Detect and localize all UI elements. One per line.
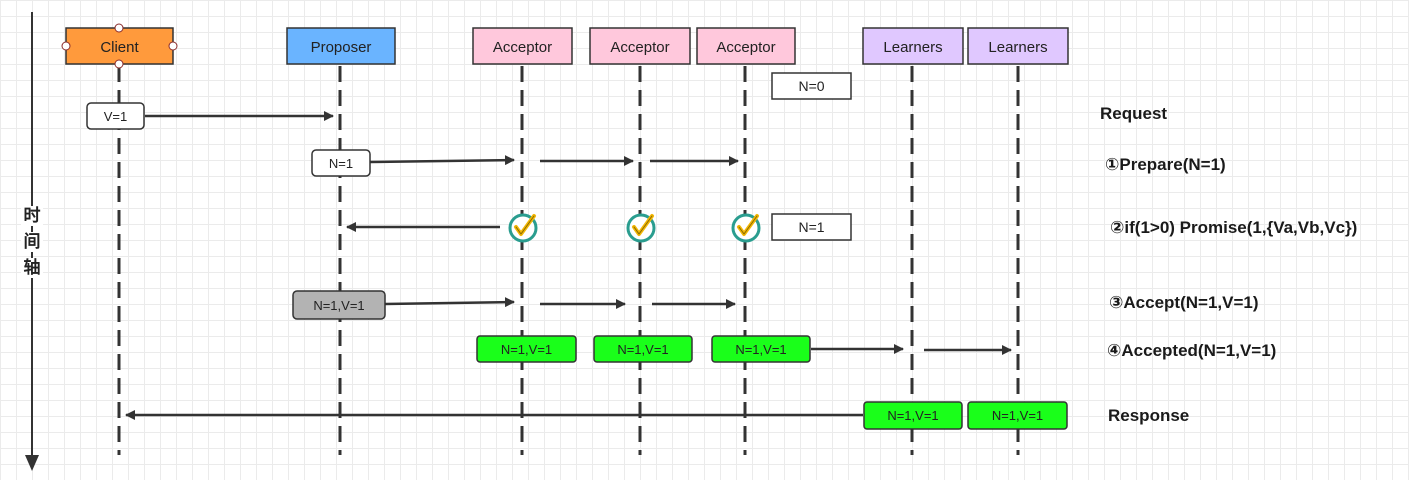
selection-handle-top	[114, 23, 124, 33]
actor-learner-1-box	[862, 27, 964, 65]
step-prepare: ①Prepare(N=1)	[1105, 155, 1226, 174]
svg-text:N=0: N=0	[798, 78, 824, 94]
selection-handle-right	[168, 41, 178, 51]
actor-learner-1-label: Learners	[883, 39, 942, 56]
actor-learner-2-box	[967, 27, 1069, 65]
time-axis-label-char-2: 间	[21, 232, 43, 252]
note-acceptor-promised: N=1	[771, 213, 852, 241]
note-accepted-3: N=1,V=1	[711, 335, 811, 363]
step-promise: ②if(1>0) Promise(1,{Va,Vb,Vc})	[1110, 218, 1358, 237]
svg-text:N=1: N=1	[798, 219, 824, 235]
svg-text:N=1,V=1: N=1,V=1	[501, 342, 552, 357]
svg-text:V=1: V=1	[104, 109, 128, 124]
promise-check-icon	[508, 213, 538, 243]
actor-proposer-box	[286, 27, 396, 65]
step-request: Request	[1100, 104, 1168, 123]
actor-acceptor-3-box	[696, 27, 796, 65]
actor-client: Client	[61, 23, 178, 69]
actor-client-label: Client	[100, 39, 139, 56]
lifelines	[117, 66, 1020, 455]
arrow-accept-acceptor-1	[384, 297, 515, 308]
actor-acceptor-2-label: Acceptor	[610, 39, 669, 56]
svg-text:N=1,V=1: N=1,V=1	[992, 408, 1043, 423]
time-axis-arrowhead	[25, 455, 39, 471]
svg-text:N=1,V=1: N=1,V=1	[887, 408, 938, 423]
actor-acceptor-1-box	[472, 27, 573, 65]
svg-text:N=1,V=1: N=1,V=1	[313, 298, 364, 313]
note-acceptor-initial: N=0	[771, 72, 852, 100]
note-client-value: V=1	[86, 102, 145, 130]
selection-handle-left	[61, 41, 71, 51]
note-learned-2: N=1,V=1	[967, 401, 1068, 430]
actor-learner-1: Learners	[862, 27, 964, 65]
note-learned-1: N=1,V=1	[863, 401, 963, 430]
actor-proposer-label: Proposer	[311, 39, 372, 56]
selection-handle-bottom	[114, 59, 124, 69]
arrow-prepare-acceptor-1	[369, 155, 515, 166]
actor-learner-2-label: Learners	[988, 39, 1047, 56]
actor-learner-2: Learners	[967, 27, 1069, 65]
actor-acceptor-1: Acceptor	[472, 27, 573, 65]
actor-acceptor-2: Acceptor	[589, 27, 691, 65]
message-arrows	[125, 111, 1012, 420]
note-prepare-n: N=1	[311, 149, 371, 177]
note-accept-request: N=1,V=1	[292, 290, 386, 320]
note-accepted-2: N=1,V=1	[593, 335, 693, 363]
actor-proposer: Proposer	[286, 27, 396, 65]
svg-text:N=1,V=1: N=1,V=1	[735, 342, 786, 357]
step-accepted: ④Accepted(N=1,V=1)	[1107, 341, 1277, 360]
step-accept: ③Accept(N=1,V=1)	[1109, 293, 1259, 312]
promise-check-icon	[626, 213, 656, 243]
actor-acceptor-1-label: Acceptor	[493, 39, 552, 56]
svg-text:N=1: N=1	[329, 156, 353, 171]
actor-acceptor-3-label: Acceptor	[716, 39, 775, 56]
note-accepted-1: N=1,V=1	[476, 335, 577, 363]
step-response: Response	[1108, 406, 1190, 425]
actor-acceptor-2-box	[589, 27, 691, 65]
svg-text:N=1,V=1: N=1,V=1	[617, 342, 668, 357]
promise-check-icon	[731, 213, 761, 243]
time-axis-label-char-3: 轴	[21, 258, 43, 278]
time-axis-label-char-1: 时	[21, 206, 43, 226]
actor-acceptor-3: Acceptor	[696, 27, 796, 65]
